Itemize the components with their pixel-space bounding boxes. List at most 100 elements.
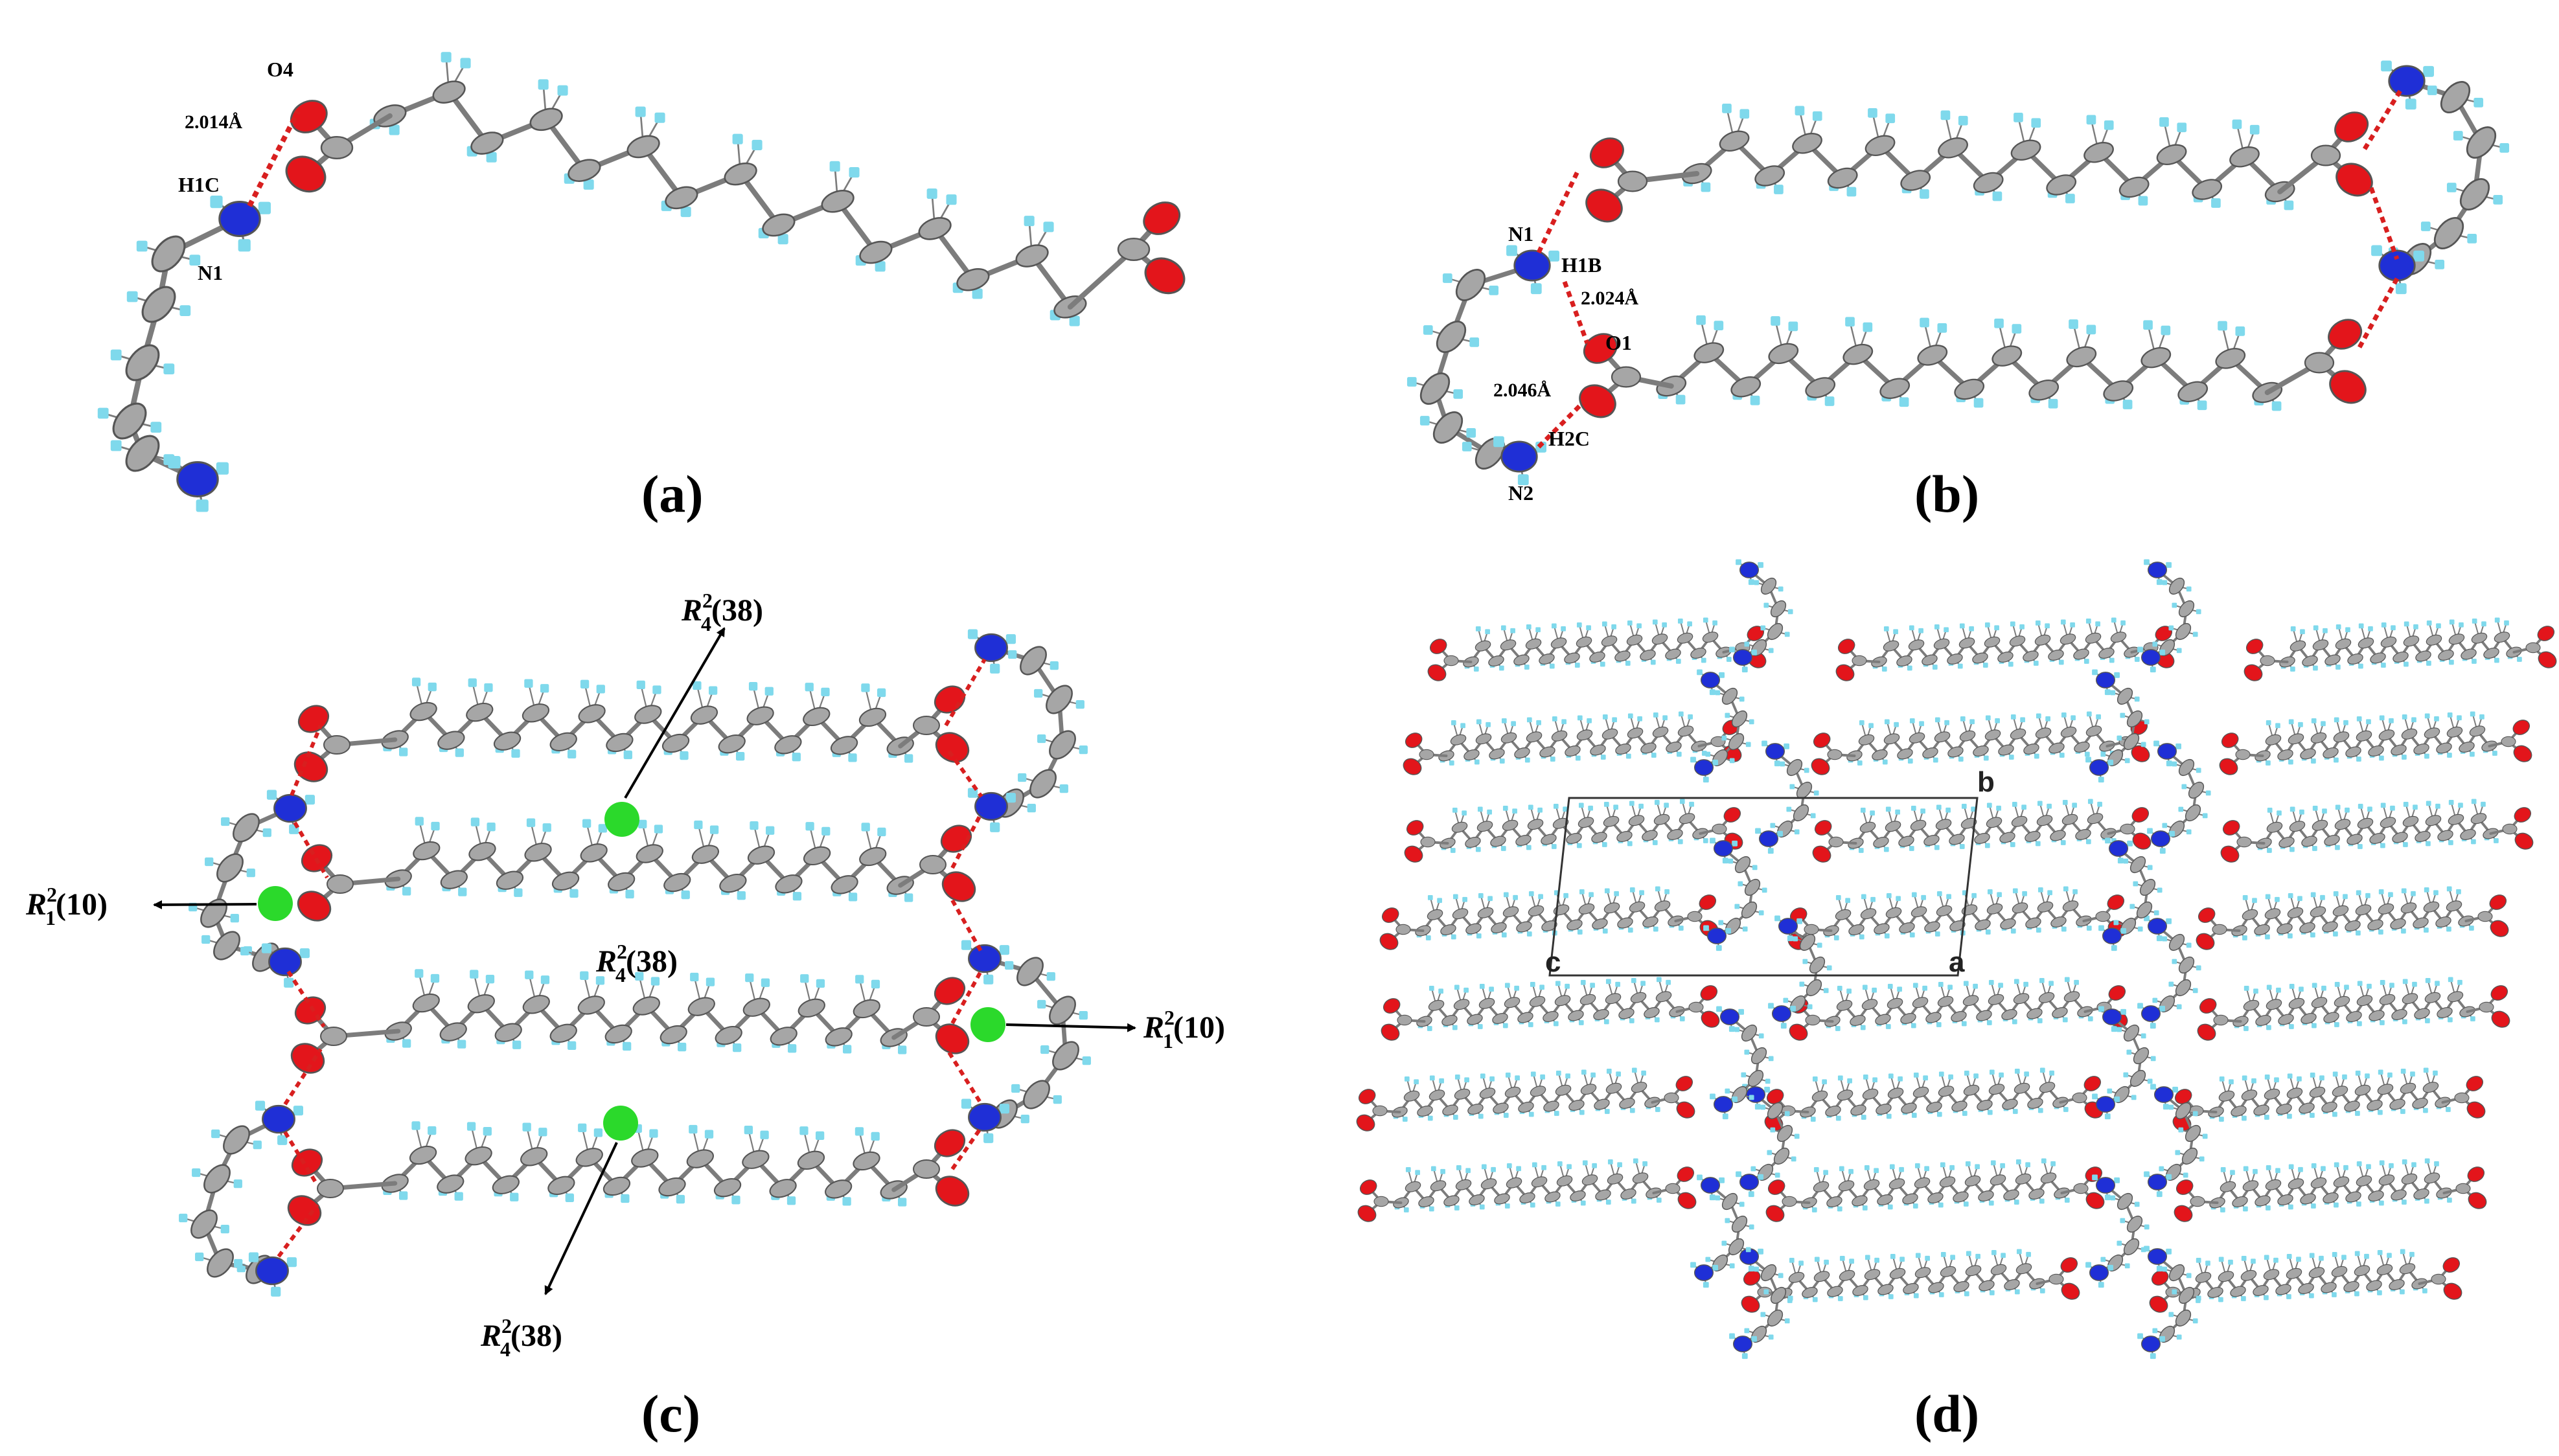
hydrogen-atom <box>1899 1257 1905 1262</box>
hydrogen-atom <box>1911 1113 1917 1118</box>
carbon-atom <box>1627 727 1644 739</box>
hydrogen-atom <box>402 887 411 896</box>
hydrogen-atom <box>2289 847 2295 852</box>
nitrogen-atom <box>1778 918 1798 935</box>
hydrogen-atom <box>1784 743 1789 749</box>
nitrogen-atom <box>1732 1336 1753 1352</box>
hydrogen-atom <box>1579 1109 1585 1115</box>
carbon-atom <box>1526 731 1543 743</box>
hydrogen-atom <box>2137 1333 2143 1339</box>
carbon-atom <box>663 872 691 893</box>
carbon-atom <box>691 845 720 864</box>
hydrogen-atom <box>2402 979 2408 984</box>
hydrogen-atom <box>704 1130 714 1139</box>
hydrogen-atom <box>1602 714 1608 720</box>
carbon-atom <box>467 994 495 1014</box>
hydrogen-atom <box>1516 1166 1521 1172</box>
hydrogen-atom <box>1020 1114 1029 1124</box>
hydrogen-atom <box>1454 1075 1460 1080</box>
carbon-atom <box>1554 995 1571 1007</box>
carbon-atom <box>1552 817 1569 829</box>
carbon-atom <box>1874 923 1890 935</box>
hydrogen-atom <box>2446 886 2452 892</box>
hydrogen-atom <box>2010 928 2016 934</box>
hydrogen-atom <box>1625 661 1631 666</box>
hydrogen-atom <box>638 819 647 829</box>
hydrogen-atom <box>1629 1108 1635 1113</box>
carbon-atom <box>1553 904 1570 916</box>
hydrogen-atom <box>2134 696 2140 702</box>
hydrogen-atom <box>1893 629 1898 635</box>
carbon-atom <box>1605 1082 1622 1094</box>
hydrogen-atom <box>2159 1166 2164 1172</box>
hydrogen-atom <box>1565 1073 1570 1079</box>
hydrogen-atom <box>2312 983 2317 988</box>
nitrogen-atom <box>2378 249 2416 282</box>
carbon-atom <box>2063 991 2080 1003</box>
hydrogen-atom <box>2008 755 2014 760</box>
hydrogen-atom <box>2229 1079 2234 1085</box>
hydrogen-atom <box>2380 802 2386 808</box>
carbon-atom <box>2357 817 2374 829</box>
hydrogen-atom <box>1804 768 1809 773</box>
carbon-atom <box>2014 1082 2030 1094</box>
hydrogen-atom <box>1725 1088 1730 1094</box>
hydrogen-atom <box>2114 672 2120 678</box>
hydrogen-atom <box>1046 972 1055 981</box>
hydrogen-atom <box>2172 1086 2178 1093</box>
hydrogen-atom <box>2113 920 2119 926</box>
hydrogen-atom <box>253 1140 262 1150</box>
hydrogen-atom <box>1794 1133 1800 1139</box>
hydrogen-atom <box>1642 1161 1647 1166</box>
carbon-atom <box>1397 1014 1412 1026</box>
hydrogen-atom <box>1537 807 1543 813</box>
hydrogen-atom <box>2288 759 2293 765</box>
carbon-atom <box>1901 1102 1917 1114</box>
hydrogen-atom <box>2235 326 2245 336</box>
hydrogen-atom <box>1499 758 1505 764</box>
hydrogen-atom <box>1861 894 1866 900</box>
hydrogen-atom <box>1778 586 1784 592</box>
hydrogen-atom <box>1860 1025 1866 1030</box>
hydrogen-atom <box>1712 1264 1718 1271</box>
carbon-atom <box>577 995 605 1015</box>
hydrogen-atom <box>2286 1294 2291 1299</box>
hydrogen-atom <box>2010 621 2015 627</box>
hydrogen-atom <box>2334 1022 2339 1027</box>
hydrogen-atom <box>2219 1117 2224 1122</box>
oxygen-atom <box>2466 1076 2484 1091</box>
carbon-atom <box>1747 1069 1764 1087</box>
hydrogen-atom <box>2424 1198 2429 1204</box>
hydrogen-bond <box>2363 89 2402 150</box>
carbon-atom <box>1405 1181 1421 1192</box>
hydrogen-atom <box>1861 1115 1866 1120</box>
hydrogen-atom <box>2122 400 2133 409</box>
carbon-atom <box>1879 378 1911 399</box>
hydrogen-atom <box>1510 628 1515 633</box>
hydrogen-atom <box>805 683 814 692</box>
hydrogen-atom <box>1638 803 1644 809</box>
hydrogen-atom <box>2086 711 2092 717</box>
hydrogen-atom <box>2159 117 2169 127</box>
hydrogen-atom <box>569 889 579 898</box>
carbon-atom <box>2139 878 2156 896</box>
hydrogen-atom <box>1966 1251 1971 1257</box>
hydrogen-atom <box>1705 751 1711 757</box>
hydrogen-atom <box>2143 320 2153 330</box>
hydrogen-atom <box>1847 1078 1852 1084</box>
carbon-atom <box>320 135 354 159</box>
carbon-atom <box>465 1146 492 1166</box>
carbon-atom <box>1744 878 1761 896</box>
oxygen-atom <box>935 1176 970 1207</box>
oxygen-atom <box>1404 845 1423 863</box>
hydrogen-atom <box>1530 283 1542 295</box>
panel-d: b c a (d) <box>1356 559 2557 1443</box>
hydrogen-atom <box>1555 1201 1561 1207</box>
hydrogen-atom <box>1987 889 1993 894</box>
hydrogen-atom <box>1530 982 1535 987</box>
oxygen-atom <box>1383 998 1401 1014</box>
carbon-atom <box>2312 819 2328 831</box>
oxygen-atom <box>2132 832 2152 850</box>
carbon-atom <box>1976 1010 1992 1021</box>
carbon-atom <box>1544 1191 1561 1203</box>
